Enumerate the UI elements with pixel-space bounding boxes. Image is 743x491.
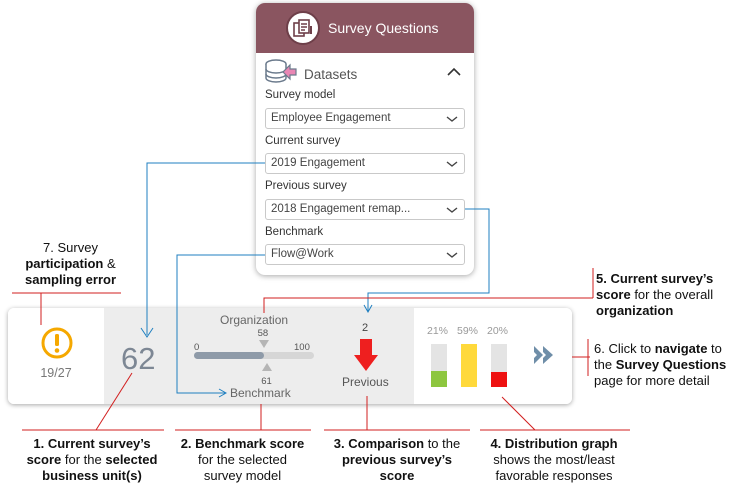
benchmark-fill: [194, 352, 264, 359]
chevron-down-icon: [446, 205, 458, 217]
current-score: 62: [121, 341, 156, 376]
distribution-fill-2: [461, 344, 477, 387]
survey-questions-panel: Survey Questions Datasets Survey model E…: [256, 3, 474, 275]
down-arrow-icon: [354, 339, 378, 371]
benchmark-bottom-label: Benchmark: [230, 386, 291, 400]
previous-survey-value: 2018 Engagement remap...: [271, 203, 411, 215]
chevron-down-icon: [446, 159, 458, 171]
distribution-pct-3: 20%: [487, 325, 509, 337]
distribution-fill-1: [431, 370, 447, 387]
benchmark-label: Benchmark: [265, 226, 324, 238]
distribution-pct-1: 21%: [427, 325, 449, 337]
annotation-3: 3. Comparison to the previous survey’s s…: [333, 436, 461, 483]
current-survey-label: Current survey: [265, 135, 341, 147]
participation-count: 19/27: [40, 366, 72, 380]
panel-title: Survey Questions: [328, 20, 439, 36]
survey-score-widget: 19/27 62 Organization 0 100 58 61 Benchm…: [8, 308, 572, 404]
panel-header: Survey Questions: [256, 3, 474, 53]
chevron-down-icon: [446, 250, 458, 262]
distribution-bar-2: [461, 344, 477, 387]
annotation-7: 7. Survey participation & sampling error: [24, 240, 117, 287]
annotation-2: 2. Benchmark score for the selected surv…: [180, 436, 305, 483]
distribution-fill-3: [491, 371, 507, 387]
comparison-label: Previous: [342, 375, 389, 389]
benchmark-title: Organization: [220, 313, 289, 327]
annotation-6: 6. Click to navigate to the Survey Quest…: [594, 341, 727, 388]
previous-survey-select[interactable]: 2018 Engagement remap...: [265, 199, 465, 220]
annotation-4: 4. Distribution graph shows the most/lea…: [490, 436, 618, 483]
distribution-bar-3: [491, 344, 507, 387]
organization-value: 58: [257, 328, 269, 339]
benchmark-value-label: 61: [261, 376, 272, 387]
distribution-pct-2: 59%: [457, 325, 479, 337]
chevron-up-icon[interactable]: [446, 65, 462, 83]
comparison-value: 2: [362, 322, 369, 334]
datasets-row[interactable]: Datasets: [264, 58, 466, 91]
annotation-5: 5. Current survey’s score for the overal…: [596, 271, 714, 318]
chevron-down-icon: [446, 114, 458, 126]
survey-questions-icon: [286, 11, 320, 45]
benchmark-value: Flow@Work: [271, 248, 334, 260]
current-survey-value: 2019 Engagement: [271, 157, 365, 169]
benchmark-min: 0: [194, 342, 200, 353]
double-chevron-right-icon[interactable]: [533, 345, 555, 365]
survey-model-select[interactable]: Employee Engagement: [265, 108, 465, 129]
benchmark-select[interactable]: Flow@Work: [265, 244, 465, 265]
datasets-label: Datasets: [304, 66, 358, 82]
benchmark-marker: [262, 363, 273, 371]
organization-marker: [258, 340, 269, 348]
survey-model-label: Survey model: [265, 89, 336, 101]
previous-survey-label: Previous survey: [265, 180, 347, 192]
database-icon: [264, 58, 298, 91]
distribution-bar-1: [431, 344, 447, 387]
survey-model-value: Employee Engagement: [271, 112, 391, 124]
warning-icon[interactable]: [41, 327, 73, 359]
benchmark-max: 100: [294, 342, 310, 353]
current-survey-select[interactable]: 2019 Engagement: [265, 153, 465, 174]
annotation-1: 1. Current survey’s score for the select…: [26, 436, 158, 483]
benchmark-track: [194, 352, 314, 359]
